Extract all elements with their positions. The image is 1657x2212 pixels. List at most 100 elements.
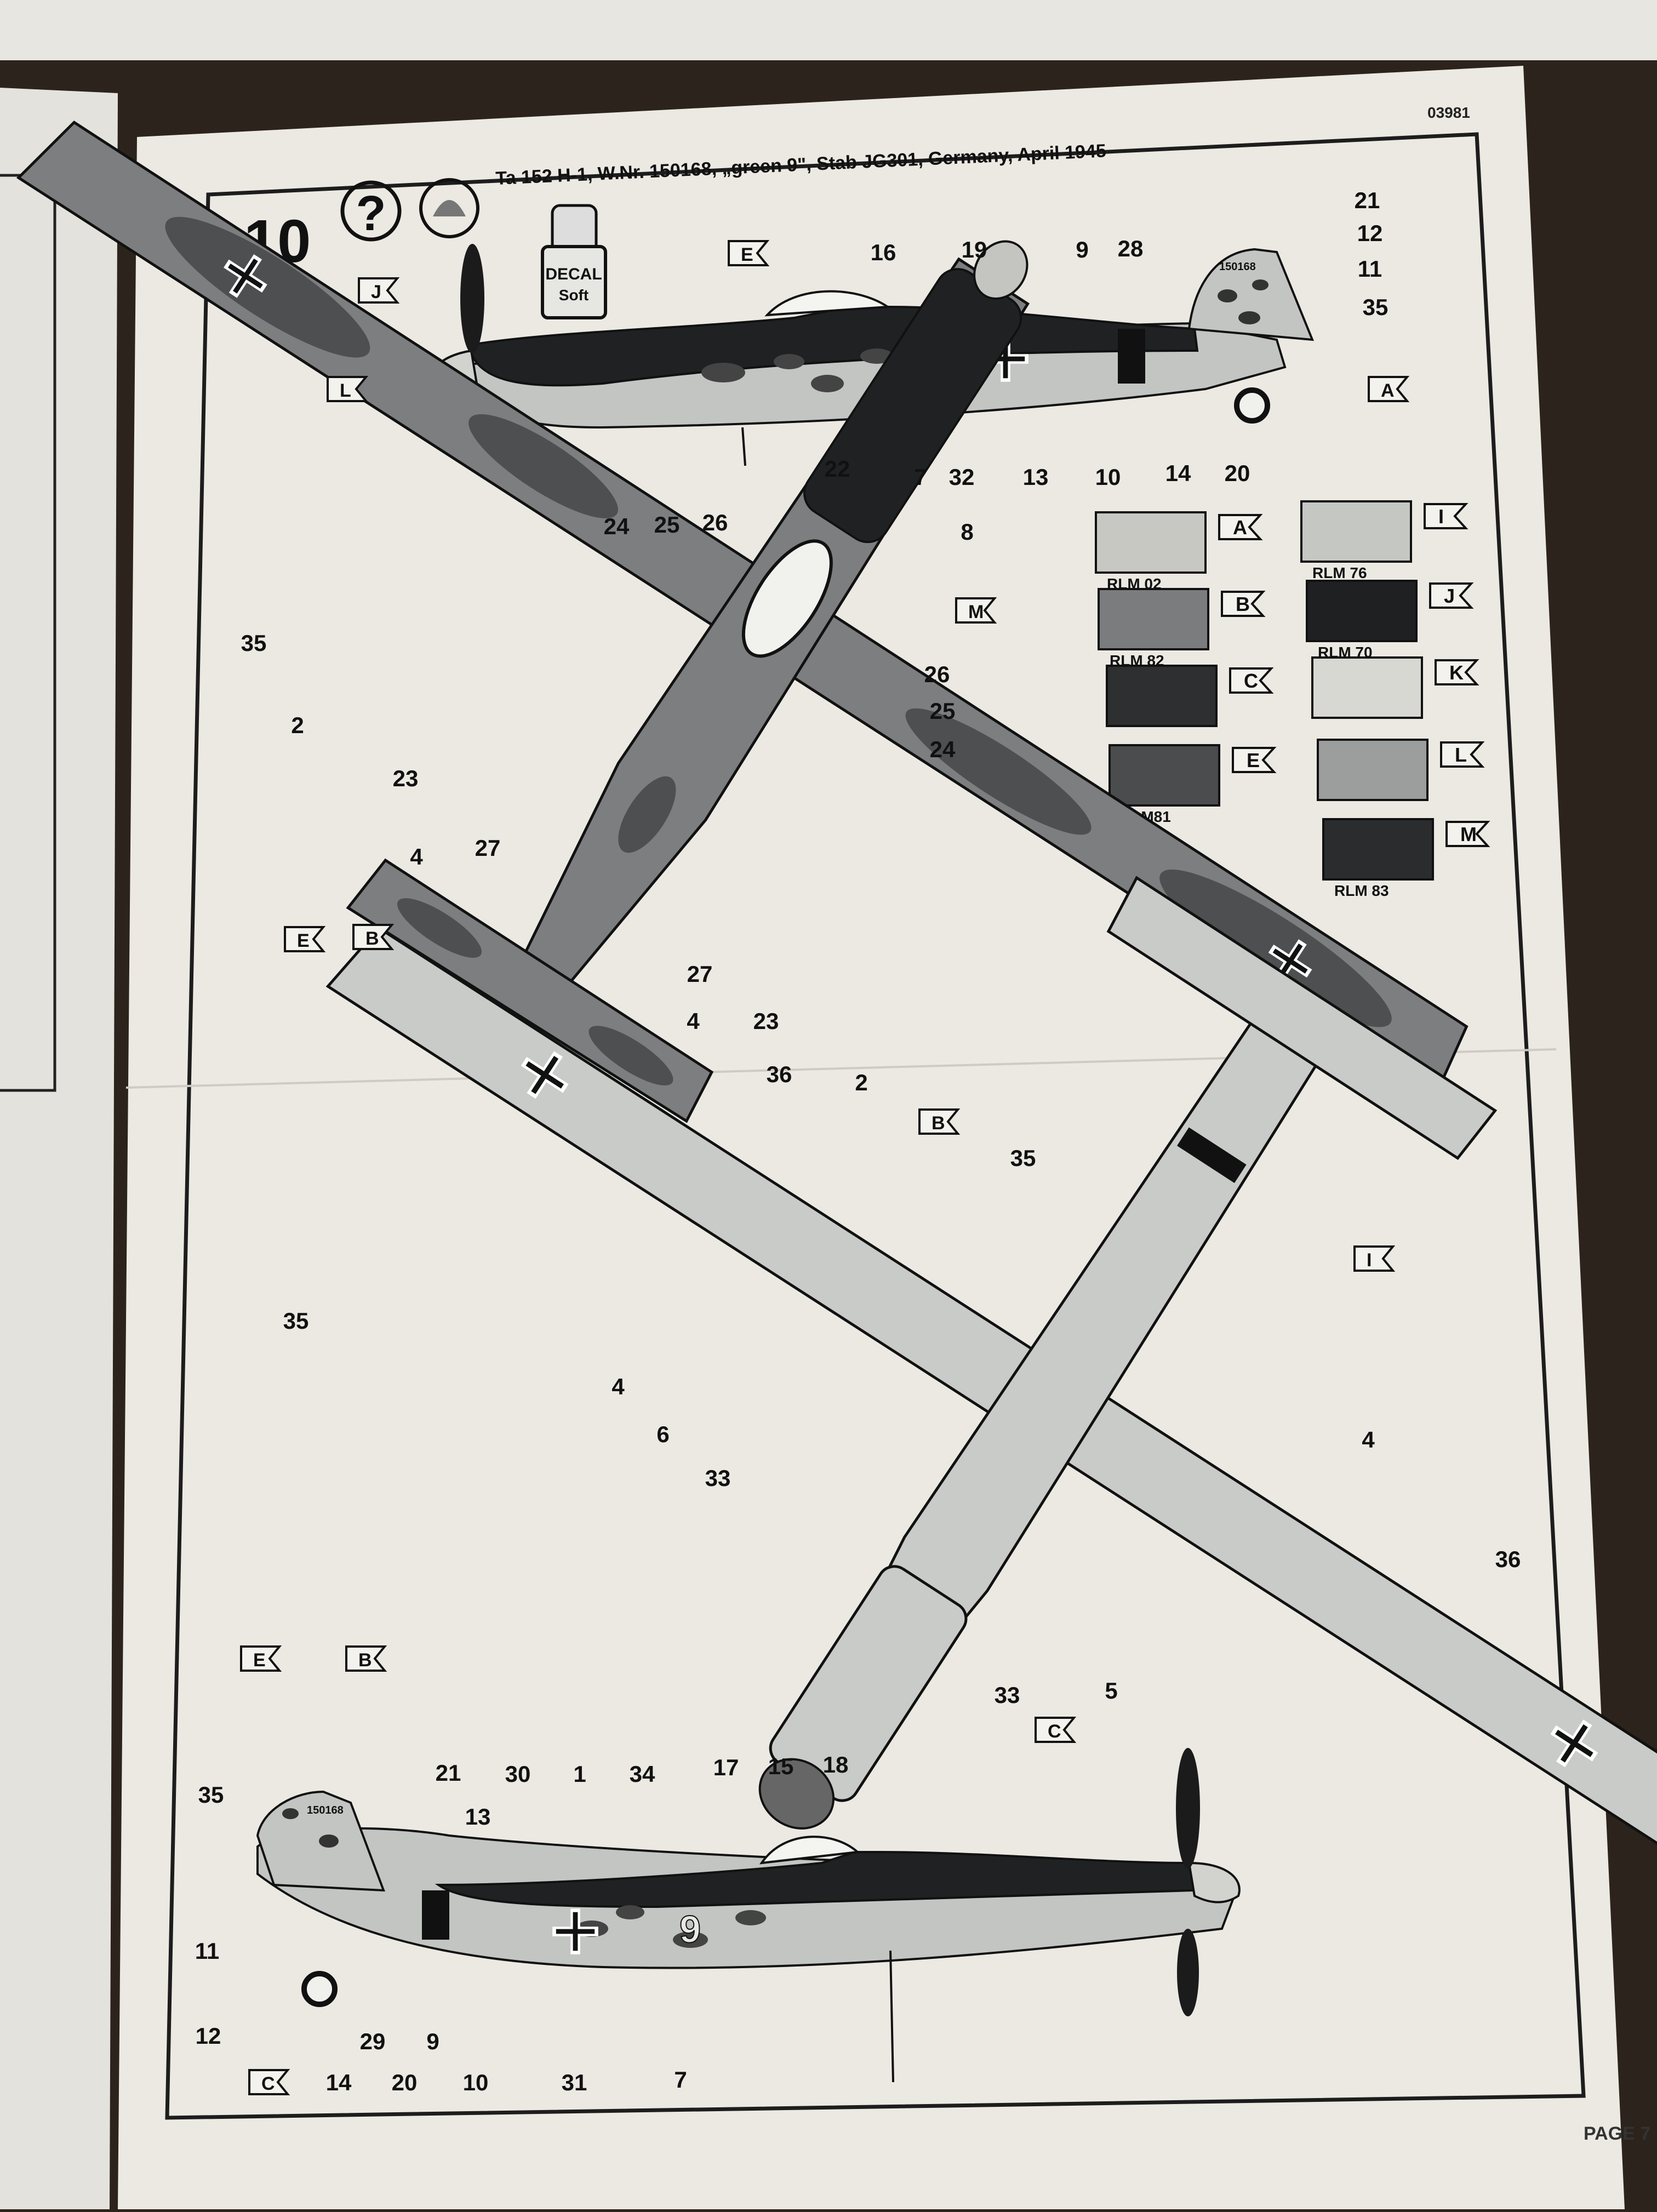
color-tag-J: J: [358, 277, 400, 304]
plan-view-upper: [16, 121, 1469, 1123]
color-swatch-I: I RLM 76: [1300, 500, 1469, 581]
callout-number: 36: [767, 1061, 792, 1087]
swatch-name: RLM 76: [1312, 564, 1367, 581]
swatch-letter: I: [1438, 505, 1444, 528]
tag-letter: B: [365, 928, 379, 949]
callout-number: 4: [410, 844, 423, 870]
tag-letter: J: [371, 282, 381, 302]
callout-number: 17: [713, 1754, 739, 1780]
tag-letter: B: [932, 1113, 945, 1134]
color-tag-L: L: [327, 376, 369, 402]
callout-number: 9: [1076, 237, 1088, 262]
callout-number: 21: [436, 1760, 461, 1786]
swatch-name: RLM 83: [1334, 882, 1389, 899]
color-tag-A: A: [1368, 376, 1410, 402]
svg-text:Soft: Soft: [559, 287, 588, 304]
fuselage-number-bottom: 9: [679, 1908, 701, 1951]
color-tag-M: M: [955, 597, 997, 624]
callout-number: 13: [1023, 464, 1049, 490]
callout-number: 27: [475, 835, 501, 861]
callout-number: 6: [656, 1421, 669, 1447]
callout-number: 16: [871, 239, 896, 265]
page-label: PAGE 7: [1584, 2123, 1650, 2144]
callout-number: 10: [463, 2070, 489, 2095]
callout-number: 4: [612, 1374, 625, 1399]
sheet-code: 03981: [1427, 104, 1470, 121]
swatch-letter: L: [1455, 744, 1467, 766]
svg-text:DECAL: DECAL: [545, 265, 602, 283]
tag-letter: C: [1048, 1721, 1061, 1742]
callout-number: 5: [1105, 1678, 1117, 1704]
color-swatch-M: M RLM 83: [1322, 818, 1490, 899]
callout-number: 35: [283, 1308, 309, 1334]
callout-number: 8: [961, 519, 973, 545]
callout-number: 19: [962, 237, 987, 262]
tag-letter: E: [253, 1650, 266, 1671]
callout-number: 4: [687, 1008, 700, 1034]
decal-symbol: [419, 178, 479, 238]
callout-number: 11: [1358, 256, 1382, 282]
color-swatch-L: L: [1317, 739, 1485, 801]
callout-number: 34: [630, 1761, 655, 1787]
color-tag-C: C: [248, 2069, 290, 2095]
swatch-letter: E: [1247, 749, 1260, 771]
callout-number: 15: [768, 1753, 794, 1779]
svg-text:?: ?: [356, 186, 386, 241]
tag-letter: C: [261, 2073, 275, 2094]
callout-number: 1: [573, 1761, 586, 1787]
swatch-letter: M: [1460, 823, 1477, 845]
callout-number: 35: [1010, 1145, 1036, 1171]
callout-number: 22: [825, 456, 850, 482]
callout-number: 36: [1495, 1546, 1521, 1572]
callout-number: 25: [930, 698, 956, 724]
callout-number: 32: [949, 464, 975, 490]
callout-number: 2: [291, 712, 304, 738]
decal-softener-icon: DECAL Soft: [541, 204, 607, 319]
callout-number: 26: [924, 661, 950, 687]
left-page-edge: [0, 88, 118, 2209]
swatch-letter: B: [1236, 593, 1250, 615]
callout-number: 20: [1225, 460, 1250, 486]
tag-letter: B: [358, 1650, 372, 1671]
callout-number: 10: [1095, 464, 1121, 490]
callout-number: 29: [360, 2028, 386, 2054]
callout-number: 7: [914, 464, 927, 490]
callout-number: 20: [392, 2070, 418, 2095]
color-swatch-C: C: [1106, 665, 1274, 727]
callout-number: 14: [1165, 460, 1191, 486]
callout-number: 26: [702, 510, 728, 535]
color-tag-E: E: [240, 1645, 282, 1672]
tag-letter: E: [741, 244, 753, 265]
side-view-bottom: 150168 9: [256, 1748, 1241, 2083]
callout-number: 25: [654, 512, 680, 538]
fuselage-code-top: 150168: [1219, 261, 1256, 273]
plan-view-lower: [325, 876, 1657, 1876]
callout-number: 35: [241, 630, 267, 656]
color-tag-C: C: [1035, 1717, 1077, 1743]
tag-letter: M: [968, 602, 984, 622]
callout-number: 33: [995, 1682, 1020, 1708]
callout-number: 12: [196, 2023, 221, 2049]
swatch-letter: C: [1244, 670, 1258, 692]
color-tag-B: B: [918, 1108, 961, 1135]
callout-number: 27: [687, 961, 713, 987]
fuselage-code-bottom: 150168: [307, 1804, 344, 1816]
callout-number: 2: [855, 1070, 867, 1095]
color-tag-B: B: [345, 1645, 387, 1672]
help-symbol: ?: [340, 180, 402, 242]
callout-number: 12: [1357, 220, 1383, 246]
tag-letter: L: [340, 380, 351, 401]
callout-number: 21: [1355, 187, 1380, 213]
callout-number: 23: [753, 1008, 779, 1034]
callout-number: 24: [930, 736, 956, 762]
color-tag-B: B: [352, 924, 395, 950]
callout-number: 35: [198, 1782, 224, 1808]
color-swatch-K: K: [1311, 656, 1479, 719]
color-tag-I: I: [1353, 1245, 1396, 1272]
callout-number: 18: [823, 1752, 849, 1777]
